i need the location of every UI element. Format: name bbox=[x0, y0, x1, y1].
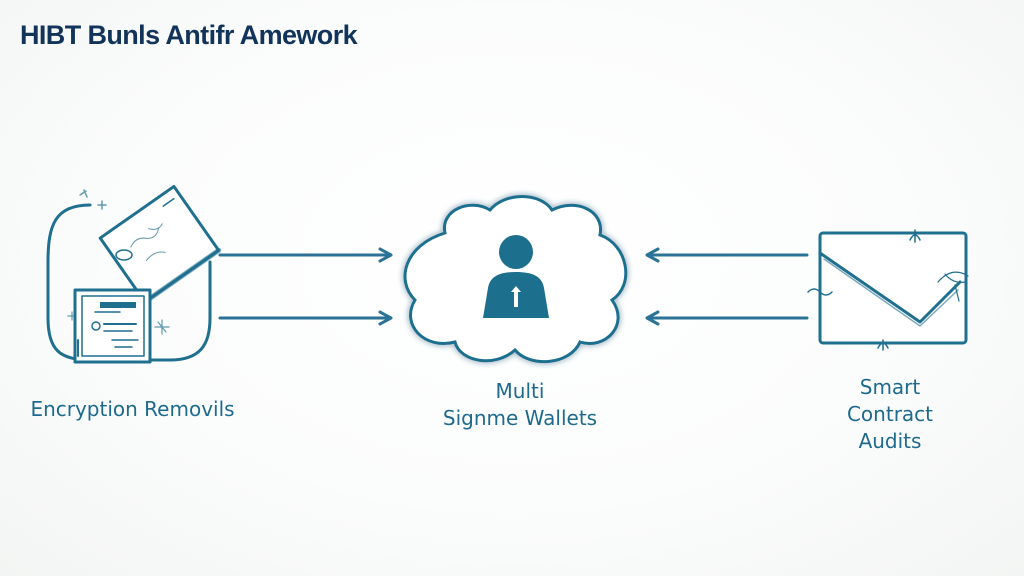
tilted-sheet bbox=[98, 184, 222, 304]
label-line: Multi bbox=[495, 379, 545, 403]
node-label-encryption: Encryption Removils bbox=[10, 396, 255, 423]
label-line: Contract bbox=[846, 402, 934, 426]
arrow-left-upper bbox=[645, 247, 809, 263]
envelope-body bbox=[818, 231, 968, 345]
diagram-title: HIBT Bunls Antifr Amework bbox=[20, 20, 358, 50]
arrow-right-upper bbox=[218, 247, 393, 263]
arrow-right-lower bbox=[218, 310, 393, 326]
keyhole-icon bbox=[511, 286, 521, 307]
cloud-user-lock-icon bbox=[403, 195, 628, 364]
node-label-audits: Smart Contract Audits bbox=[815, 374, 965, 455]
envelope-icon bbox=[807, 229, 969, 351]
envelope-flap bbox=[818, 251, 962, 324]
label-line: Encryption Removils bbox=[30, 397, 235, 421]
node-label-multisig: Multi Signme Wallets bbox=[410, 378, 630, 432]
label-line: Smart bbox=[859, 375, 921, 399]
front-document bbox=[73, 288, 152, 364]
user-head bbox=[499, 235, 533, 269]
arrow-left-lower bbox=[645, 310, 809, 326]
rounded-frame bbox=[46, 203, 212, 362]
label-line: Audits bbox=[858, 429, 922, 453]
documents-folder-icon bbox=[46, 184, 222, 364]
label-line: Signme Wallets bbox=[442, 406, 598, 430]
